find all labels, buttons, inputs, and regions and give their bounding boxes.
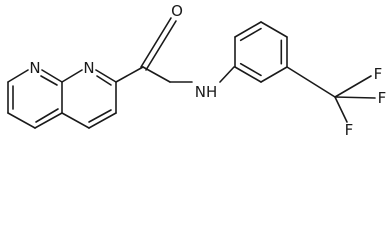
atom-label-nh: NH [195,83,218,101]
bond [88,112,117,129]
bond [35,108,59,123]
bond [260,66,288,83]
atom-label-f-top: F [374,65,383,83]
naphthyridine-ring-a [7,69,63,129]
bond [239,27,262,42]
bond [334,96,376,99]
atom-label-f-right: F [378,89,387,107]
bond [115,66,144,83]
bond [140,17,172,68]
phenyl-ring [234,21,288,83]
naphthyridine-ring-b [61,69,117,129]
bond [7,112,36,129]
bond [34,112,63,129]
bond [239,62,262,77]
bond [286,66,336,98]
bond [41,69,63,83]
bond [334,75,372,98]
bond [334,96,348,123]
bond [142,66,171,83]
structure-diagram: N N O NH F F F [7,2,387,139]
atom-label-o: O [171,2,183,20]
bond [61,69,83,83]
bond [7,69,29,83]
atom-label-n1: N [29,59,40,77]
bond [96,75,112,86]
trifluoromethyl-group [286,66,376,123]
bond [234,66,262,83]
bond [145,20,177,71]
bond [234,21,262,38]
atom-label-f-bottom: F [345,121,354,139]
bond [219,66,235,83]
bond [95,69,117,83]
atom-label-n8: N [83,59,94,77]
bond [40,75,58,86]
bond [88,109,112,123]
bond [260,21,288,38]
bond [61,112,90,129]
carboxamide-group [115,17,235,83]
